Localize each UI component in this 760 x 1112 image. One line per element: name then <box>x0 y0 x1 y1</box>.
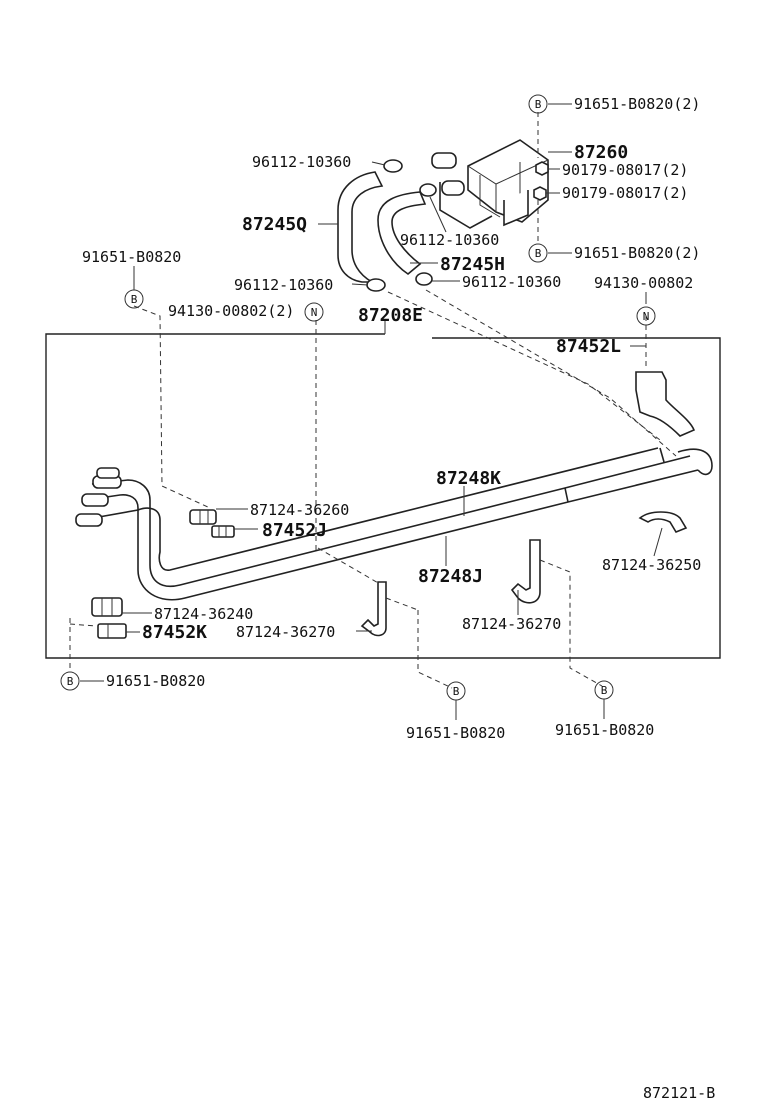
marker-b-bottom-left: B <box>60 671 80 691</box>
nut-90179-08017-a <box>535 161 549 176</box>
callout-c27: 91651-B0820 <box>406 724 505 742</box>
svg-text:N: N <box>311 306 318 319</box>
callout-c11: 96112-10360 <box>462 273 561 291</box>
callout-c05: 96112-10360 <box>252 153 351 171</box>
callout-c03: 90179-08017(2) <box>562 161 688 179</box>
hose-87245Q <box>337 171 384 283</box>
hose-87245H <box>377 191 427 275</box>
callout-c12: 94130-00802 <box>594 274 693 292</box>
bracket-87452J <box>211 525 235 538</box>
callout-c24: 87124-36270 <box>236 623 335 641</box>
callout-c26: 91651-B0820 <box>106 672 205 690</box>
callout-c01: 91651-B0820(2) <box>574 95 700 113</box>
svg-text:B: B <box>535 98 542 111</box>
marker-n-right: N <box>636 306 656 326</box>
clamp-87124-36260 <box>189 509 217 525</box>
svg-text:B: B <box>535 247 542 260</box>
marker-b-bottom-right: B <box>594 680 614 700</box>
diagram-code: 872121-B <box>643 1084 715 1102</box>
callout-c07: 96112-10360 <box>400 231 499 249</box>
hose-clamp-d <box>415 272 433 286</box>
callout-c06: 87245Q <box>242 214 307 235</box>
clamp-87124-36270-b <box>510 539 541 604</box>
callout-c22: 87124-36240 <box>154 605 253 623</box>
marker-b-mid: B <box>528 243 548 263</box>
clamp-87124-36240 <box>91 597 123 617</box>
hose-clamp-a <box>383 159 403 173</box>
callout-c18: 87124-36260 <box>250 501 349 519</box>
callout-c19: 87452J <box>262 520 327 541</box>
callout-c23: 87452K <box>142 622 207 643</box>
marker-n-left: N <box>304 302 324 322</box>
svg-text:N: N <box>643 310 650 323</box>
svg-text:B: B <box>601 684 608 697</box>
svg-text:B: B <box>67 675 74 688</box>
callout-c02: 87260 <box>574 142 628 163</box>
clamp-87124-36250 <box>638 511 688 533</box>
marker-b-left: B <box>124 289 144 309</box>
callout-c21: 87124-36250 <box>602 556 701 574</box>
heater-unit <box>431 139 549 229</box>
callout-c13: 91651-B0820 <box>82 248 181 266</box>
callout-c08: 91651-B0820(2) <box>574 244 700 262</box>
water-pipe-assembly <box>75 447 713 601</box>
callout-c20: 87248J <box>418 566 483 587</box>
callout-c09: 87245H <box>440 254 505 275</box>
svg-text:B: B <box>453 685 460 698</box>
svg-text:B: B <box>131 293 138 306</box>
marker-b-bottom-mid: B <box>446 681 466 701</box>
callout-c25: 87124-36270 <box>462 615 561 633</box>
callout-c10: 96112-10360 <box>234 276 333 294</box>
hose-clamp-b <box>419 183 437 197</box>
assembly-frame <box>45 333 721 659</box>
callout-c14: 94130-00802(2) <box>168 302 294 320</box>
marker-b-top: B <box>528 94 548 114</box>
nut-90179-08017-b <box>533 186 547 201</box>
clamp-87124-36270-a <box>360 581 387 637</box>
callout-c04: 90179-08017(2) <box>562 184 688 202</box>
callout-c15: 87208E <box>358 305 423 326</box>
hose-clamp-c <box>366 278 386 292</box>
callout-c28: 91651-B0820 <box>555 721 654 739</box>
callout-c17: 87248K <box>436 468 501 489</box>
callout-c16: 87452L <box>556 336 621 357</box>
bracket-87452L <box>635 371 696 437</box>
bracket-87452K <box>97 623 127 639</box>
